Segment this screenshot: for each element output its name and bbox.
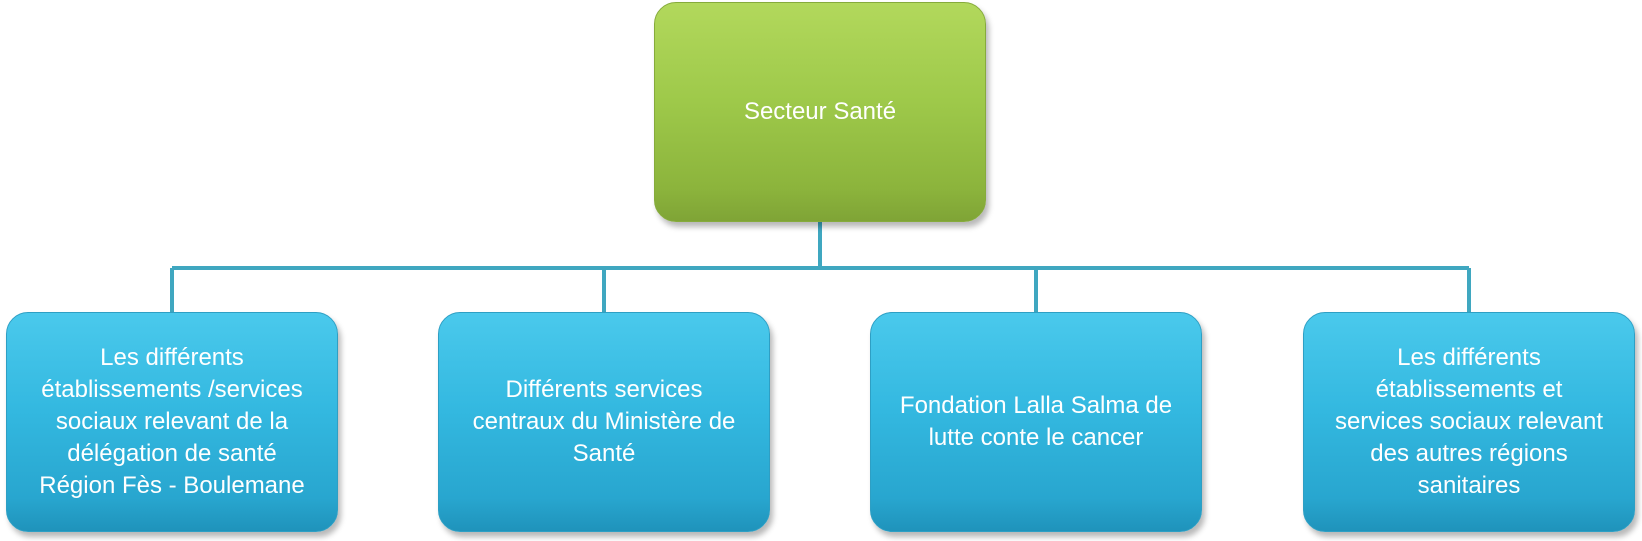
root-node-label: Secteur Santé (743, 98, 897, 125)
child-node-label: Les différents établissements /services … (39, 344, 305, 499)
child-node-fondation-lalla-salma: Fondation Lalla Salma de lutte conte le … (870, 312, 1202, 532)
child-node-ministere-services: Différents services centraux du Ministèr… (438, 312, 770, 532)
child-node-label: Les différents établissements et service… (1334, 344, 1604, 499)
child-node-autres-regions: Les différents établissements et service… (1303, 312, 1635, 532)
child-node-label: Différents services centraux du Ministèr… (472, 376, 736, 467)
root-node-secteur-sante: Secteur Santé (654, 2, 986, 222)
child-node-fes-boulemane: Les différents établissements /services … (6, 312, 338, 532)
child-node-label: Fondation Lalla Salma de lutte conte le … (899, 392, 1173, 451)
